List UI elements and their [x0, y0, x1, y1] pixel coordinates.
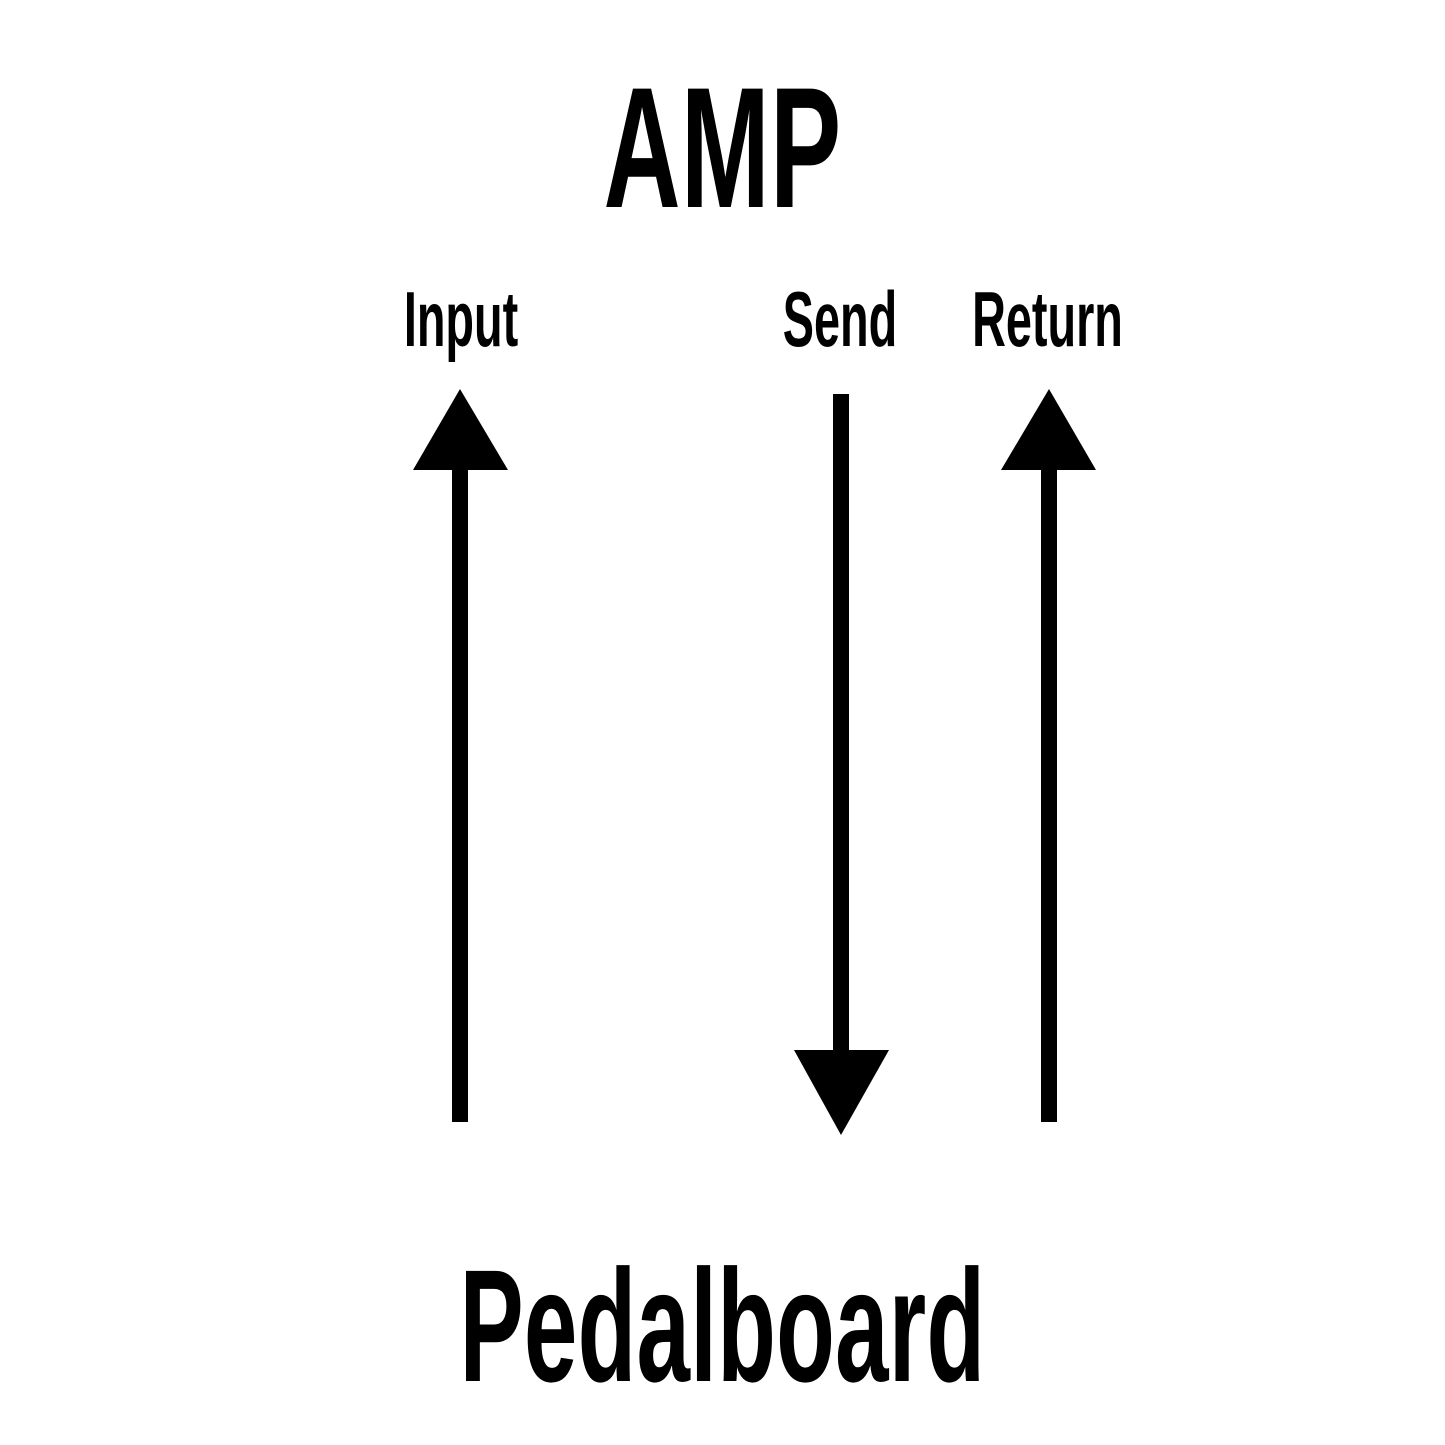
arrow-send: [794, 394, 889, 1135]
port-label-input: Input: [403, 275, 519, 363]
amp-title: AMP: [603, 52, 842, 244]
arrow-return-shaft: [1041, 468, 1057, 1122]
arrow-input-shaft: [452, 468, 468, 1122]
port-label-send: Send: [782, 275, 898, 363]
arrow-send-head-down-icon: [794, 1050, 889, 1135]
arrow-input: [413, 389, 508, 1122]
pedalboard-title: Pedalboard: [459, 1236, 986, 1415]
arrow-send-shaft: [833, 394, 849, 1052]
port-label-return: Return: [972, 275, 1123, 363]
arrow-return: [1001, 389, 1096, 1122]
arrow-input-head-up-icon: [413, 389, 508, 470]
arrow-return-head-up-icon: [1001, 389, 1096, 470]
